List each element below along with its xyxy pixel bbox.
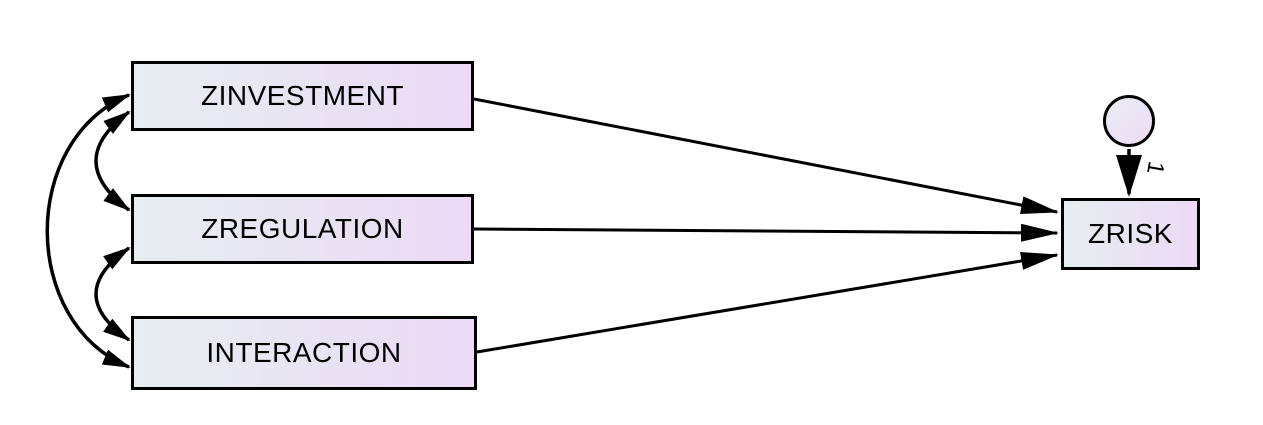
node-zregulation[interactable]: ZREGULATION (131, 194, 474, 264)
node-zinvestment[interactable]: ZINVESTMENT (131, 61, 474, 131)
error-weight-label: 1 (1142, 159, 1171, 177)
covariance-curve-zinvestment-zregulation[interactable] (94, 110, 131, 212)
regression-arrow-zinvestment-zrisk[interactable] (473, 97, 1059, 214)
node-interaction[interactable]: INTERACTION (131, 316, 477, 390)
node-zrisk[interactable]: ZRISK (1061, 198, 1200, 270)
covariance-curve-zinvestment-interaction[interactable] (45, 93, 131, 369)
node-interaction-label: INTERACTION (206, 337, 402, 368)
node-zinvestment-label: ZINVESTMENT (200, 80, 405, 111)
regression-arrow-interaction-zrisk[interactable] (476, 252, 1059, 354)
regression-arrow-zregulation-zrisk[interactable] (473, 223, 1059, 242)
node-zrisk-label: ZRISK (1088, 218, 1173, 249)
node-zregulation-label: ZREGULATION (201, 213, 404, 244)
error-term-circle[interactable] (1103, 95, 1155, 147)
covariance-curve-zregulation-interaction[interactable] (94, 246, 131, 342)
